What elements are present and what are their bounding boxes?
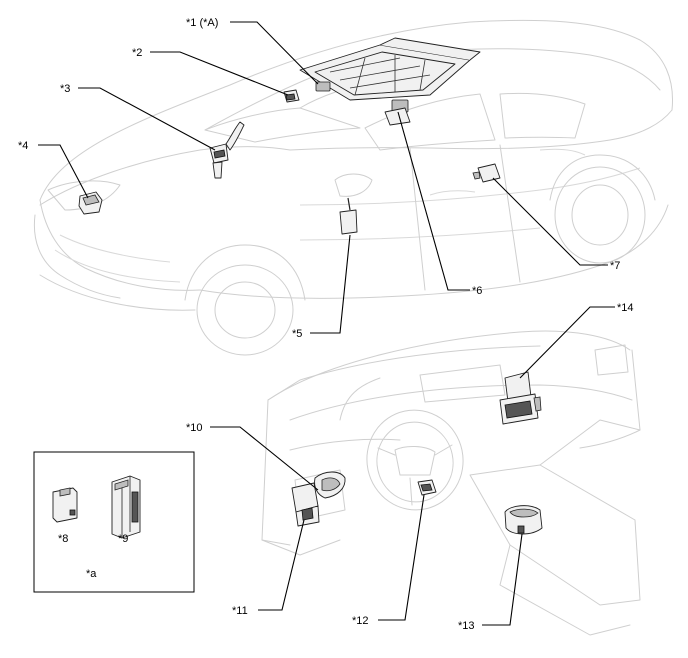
callout-label-9: *9 xyxy=(118,533,128,545)
callout-label-7: *7 xyxy=(610,260,620,272)
callout-label-10: *10 xyxy=(186,422,203,434)
callout-label-1: *1 (*A) xyxy=(186,17,218,29)
part-9-legend-icon xyxy=(111,475,141,539)
part-7-component xyxy=(472,163,501,183)
callout-label-2: *2 xyxy=(132,47,142,59)
callout-label-11: *11 xyxy=(232,605,248,617)
part-4-component xyxy=(78,191,103,215)
part-2-component xyxy=(283,89,300,103)
callout-label-6: *6 xyxy=(472,285,482,297)
callout-label-a: *a xyxy=(86,568,97,580)
part-10-component xyxy=(314,471,346,499)
leader-lines xyxy=(38,21,615,626)
part-13-component xyxy=(504,505,543,535)
callout-label-4: *4 xyxy=(18,140,28,152)
part-11-component xyxy=(291,482,320,527)
callout-label-3: *3 xyxy=(60,83,70,95)
part-5-component xyxy=(339,197,358,235)
callout-label-12: *12 xyxy=(352,615,369,627)
callout-label-14: *14 xyxy=(617,302,634,314)
dashboard-outline xyxy=(261,330,641,636)
callout-label-8: *8 xyxy=(58,533,68,545)
callout-label-13: *13 xyxy=(458,620,475,632)
part-3-component xyxy=(209,121,245,179)
part-8-legend-icon xyxy=(52,487,78,523)
legend-box xyxy=(33,451,195,593)
part-12-component xyxy=(417,479,437,496)
callout-labels: *1 (*A) *2 *3 *4 *5 *6 *7 *8 *9 *10 *11 … xyxy=(18,17,634,632)
sunroof-assembly xyxy=(299,37,481,126)
callout-label-5: *5 xyxy=(292,328,302,340)
part-14-component xyxy=(499,371,542,425)
